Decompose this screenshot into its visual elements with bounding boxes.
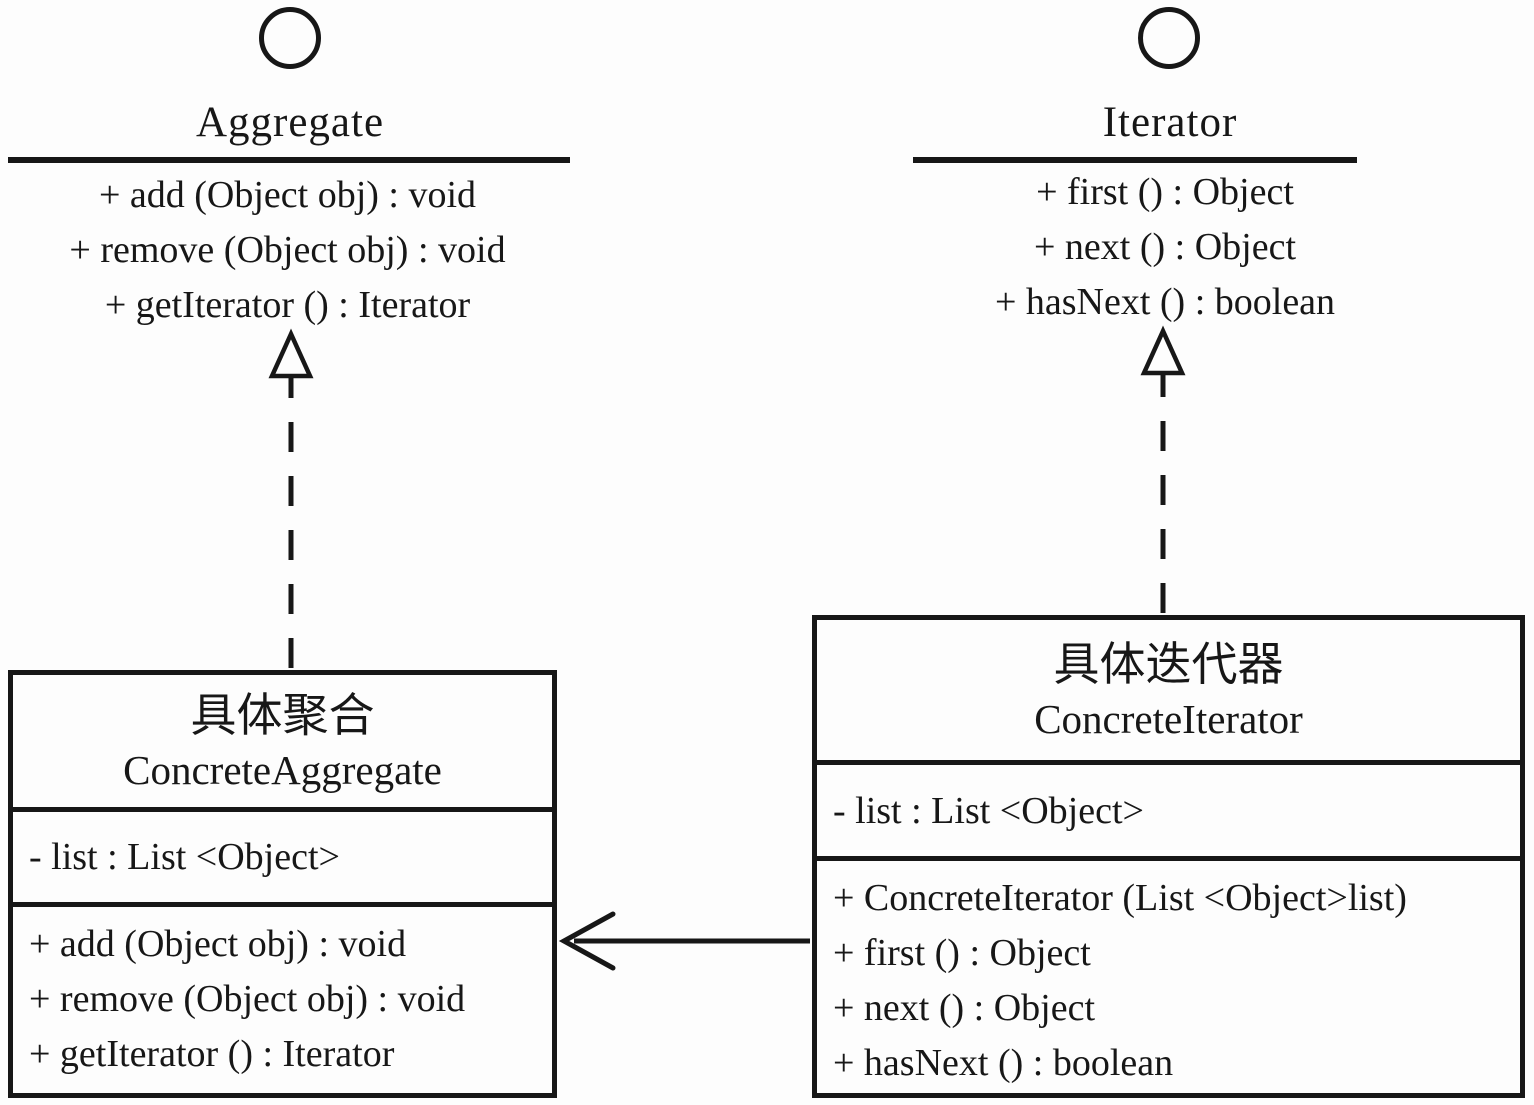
class-title-section: 具体迭代器 ConcreteIterator <box>817 620 1520 765</box>
class-methods-section: + add (Object obj) : void + remove (Obje… <box>13 907 552 1093</box>
method-signature: + hasNext () : boolean <box>833 1042 1174 1084</box>
interface-methods-iterator: + first () : Object + next () : Object +… <box>930 165 1400 330</box>
class-name-cn: 具体聚合 <box>190 690 375 741</box>
hollow-triangle-icon <box>268 328 314 379</box>
class-box-concrete-aggregate: 具体聚合 ConcreteAggregate - list : List <Ob… <box>8 670 557 1098</box>
interface-underline <box>913 157 1357 163</box>
method-signature: + add (Object obj) : void <box>29 923 407 965</box>
class-attributes-section: - list : List <Object> <box>817 765 1520 861</box>
class-name-cn: 具体迭代器 <box>1053 639 1284 690</box>
method-signature: + getIterator () : Iterator <box>29 1033 395 1075</box>
class-methods-section: + ConcreteIterator (List <Object>list) +… <box>817 861 1520 1093</box>
interface-circle-icon <box>259 7 321 69</box>
method-signature: + remove (Object obj) : void <box>29 978 466 1020</box>
method-signature: + add (Object obj) : void <box>98 174 477 216</box>
open-arrowhead-icon <box>558 911 616 971</box>
class-box-concrete-iterator: 具体迭代器 ConcreteIterator - list : List <Ob… <box>812 615 1525 1098</box>
interface-name-aggregate: Aggregate <box>195 99 385 146</box>
hollow-triangle-icon <box>1140 325 1186 376</box>
attribute-signature: - list : List <Object> <box>29 836 340 878</box>
method-signature: + getIterator () : Iterator <box>104 284 471 326</box>
method-signature: + first () : Object <box>833 932 1091 974</box>
attribute-signature: - list : List <Object> <box>833 789 1144 832</box>
method-signature: + hasNext () : boolean <box>994 281 1336 323</box>
realization-arrow-aggregate <box>268 328 314 668</box>
association-arrow <box>558 911 810 971</box>
class-name-en: ConcreteIterator <box>1034 696 1303 742</box>
class-attributes-section: - list : List <Object> <box>13 812 552 907</box>
class-name-en: ConcreteAggregate <box>123 747 442 793</box>
realization-arrow-iterator <box>1140 325 1186 613</box>
interface-underline <box>8 157 570 163</box>
method-signature: + next () : Object <box>1033 226 1296 268</box>
class-title-section: 具体聚合 ConcreteAggregate <box>13 675 552 812</box>
interface-methods-aggregate: + add (Object obj) : void + remove (Obje… <box>0 168 575 333</box>
method-signature: + first () : Object <box>1036 171 1294 213</box>
method-signature: + ConcreteIterator (List <Object>list) <box>833 877 1407 919</box>
method-signature: + remove (Object obj) : void <box>69 229 506 271</box>
interface-name-iterator: Iterator <box>1102 99 1238 146</box>
interface-circle-icon <box>1138 7 1200 69</box>
method-signature: + next () : Object <box>833 987 1096 1029</box>
